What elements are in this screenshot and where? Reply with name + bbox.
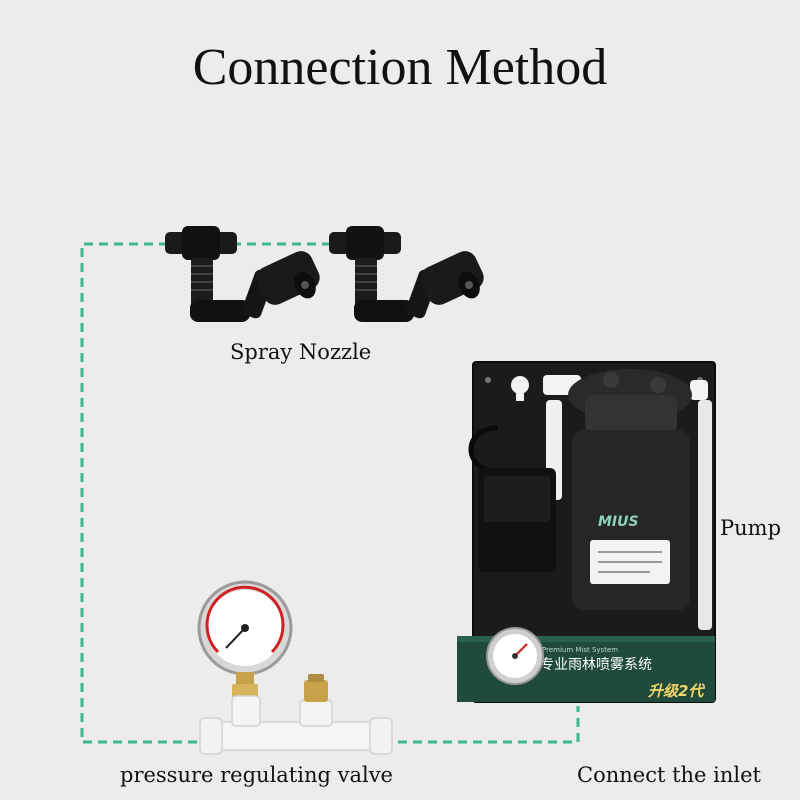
spray-nozzle-icon	[165, 226, 320, 322]
pump-brand: MIUS	[598, 514, 639, 530]
pressure-gauge-icon	[197, 580, 293, 698]
pump-label: Pump	[720, 516, 782, 540]
pressure-valve-label: pressure regulating valve	[120, 763, 393, 787]
banner-subtitle: Premium Mist System	[542, 646, 618, 654]
panel-badge: 升级2代	[647, 682, 705, 700]
panel-banner: 专业雨林喷雾系统	[540, 657, 652, 673]
inlet-label: Connect the inlet	[577, 763, 761, 787]
spray-nozzle-icon	[329, 226, 484, 322]
page-title: Connection Method	[192, 39, 608, 96]
spray-nozzle-label: Spray Nozzle	[230, 340, 372, 364]
valve-icon	[199, 674, 393, 755]
pump-icon: MIUS Premium Mist System 专业雨林喷雾系统 升级2代	[457, 361, 716, 703]
